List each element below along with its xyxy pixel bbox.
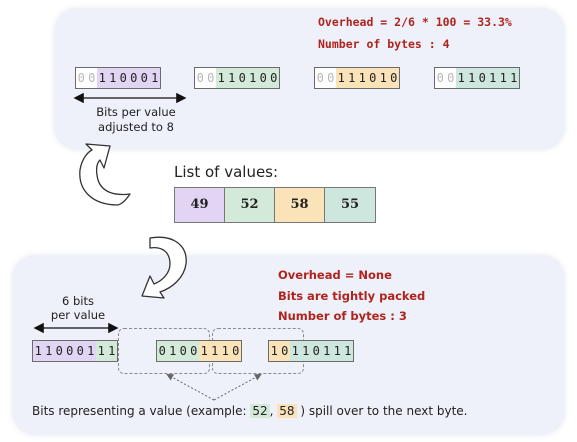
packed-bit: 1 <box>300 341 311 361</box>
packed-bit: 1 <box>290 341 301 361</box>
packed-bit: 0 <box>64 341 75 361</box>
value-bit: 0 <box>128 68 139 88</box>
padding-bit: 0 <box>445 68 456 88</box>
bytes-count-note-top: Number of bytes : 4 <box>318 37 450 51</box>
value-bit: 1 <box>466 68 477 88</box>
value-bit: 1 <box>487 68 498 88</box>
caption-example-58: 58 <box>277 404 297 418</box>
value-bit: 0 <box>237 68 248 88</box>
packed-bit: 1 <box>106 341 117 361</box>
padding-bit: 0 <box>86 68 97 88</box>
value-bit: 1 <box>498 68 509 88</box>
six-bits-line2: per value <box>50 308 106 322</box>
value-bit: 0 <box>258 68 269 88</box>
spill-caption: Bits representing a value (example: 52, … <box>32 404 468 418</box>
packed-bit: 1 <box>167 341 178 361</box>
six-bits-label: 6 bits per value <box>38 294 118 322</box>
padding-bit: 0 <box>315 68 326 88</box>
values-title: List of values: <box>174 163 279 181</box>
packed-bit: 1 <box>43 341 54 361</box>
caption-example-52: 52 <box>250 404 270 418</box>
value-58: 58 <box>275 188 325 222</box>
packed-bit: 0 <box>311 341 322 361</box>
value-bit: 1 <box>508 68 519 88</box>
value-bit: 1 <box>216 68 227 88</box>
value-bit: 0 <box>367 68 378 88</box>
value-bit: 1 <box>247 68 258 88</box>
padding-bit: 0 <box>325 68 336 88</box>
packed-bit: 1 <box>332 341 343 361</box>
overhead-note-top: Overhead = 2/6 * 100 = 33.3% <box>318 15 512 29</box>
packed-bit: 0 <box>230 341 241 361</box>
packed-bit: 1 <box>269 341 280 361</box>
bits-per-value-line1: Bits per value <box>96 105 176 119</box>
value-52: 52 <box>225 188 275 222</box>
value-bit: 1 <box>97 68 108 88</box>
value-55: 55 <box>325 188 375 222</box>
padding-bit: 0 <box>205 68 216 88</box>
caption-before: Bits representing a value (example: <box>32 404 251 418</box>
pointer-arrow-52 <box>166 374 215 401</box>
packed-bit: 1 <box>96 341 107 361</box>
value-bit: 1 <box>357 68 368 88</box>
padding-bit: 0 <box>195 68 206 88</box>
packed-bit: 0 <box>54 341 65 361</box>
value-bit: 0 <box>118 68 129 88</box>
value-bit: 1 <box>107 68 118 88</box>
value-49: 49 <box>175 188 225 222</box>
value-bit: 0 <box>477 68 488 88</box>
pointer-arrow-58 <box>213 374 262 401</box>
packed-bit: 0 <box>279 341 290 361</box>
bits-per-value-line2: adjusted to 8 <box>98 120 174 134</box>
packing-note: Bits are tightly packed <box>278 289 426 303</box>
value-bit: 1 <box>226 68 237 88</box>
six-bits-line1: 6 bits <box>62 294 94 308</box>
value-bit: 1 <box>336 68 347 88</box>
padding-bit: 0 <box>435 68 446 88</box>
packed-bit: 0 <box>157 341 168 361</box>
bytes-count-note-bottom: Number of bytes : 3 <box>278 309 407 323</box>
curved-arrow-up-icon <box>79 143 131 206</box>
packed-bit: 1 <box>199 341 210 361</box>
packed-bit: 1 <box>85 341 96 361</box>
packed-bit: 1 <box>209 341 220 361</box>
value-bit: 1 <box>149 68 160 88</box>
curved-arrow-down-icon <box>141 236 187 299</box>
value-bit: 0 <box>268 68 279 88</box>
value-bit: 0 <box>139 68 150 88</box>
value-bit: 1 <box>378 68 389 88</box>
value-list: 49 52 58 55 <box>174 187 376 223</box>
value-bit: 0 <box>388 68 399 88</box>
packed-bit: 0 <box>178 341 189 361</box>
bits-per-value-label: Bits per value adjusted to 8 <box>86 105 186 135</box>
packed-bit: 1 <box>342 341 353 361</box>
packed-bit: 0 <box>75 341 86 361</box>
packed-bit: 1 <box>220 341 231 361</box>
packed-bit: 1 <box>33 341 44 361</box>
caption-sep: , <box>269 404 278 418</box>
packed-bit: 1 <box>321 341 332 361</box>
overhead-note-bottom: Overhead = None <box>278 268 392 282</box>
value-bit: 1 <box>456 68 467 88</box>
padding-bit: 0 <box>76 68 87 88</box>
caption-after: ) spill over to the next byte. <box>296 404 468 418</box>
value-bit: 1 <box>346 68 357 88</box>
packed-bit: 0 <box>188 341 199 361</box>
